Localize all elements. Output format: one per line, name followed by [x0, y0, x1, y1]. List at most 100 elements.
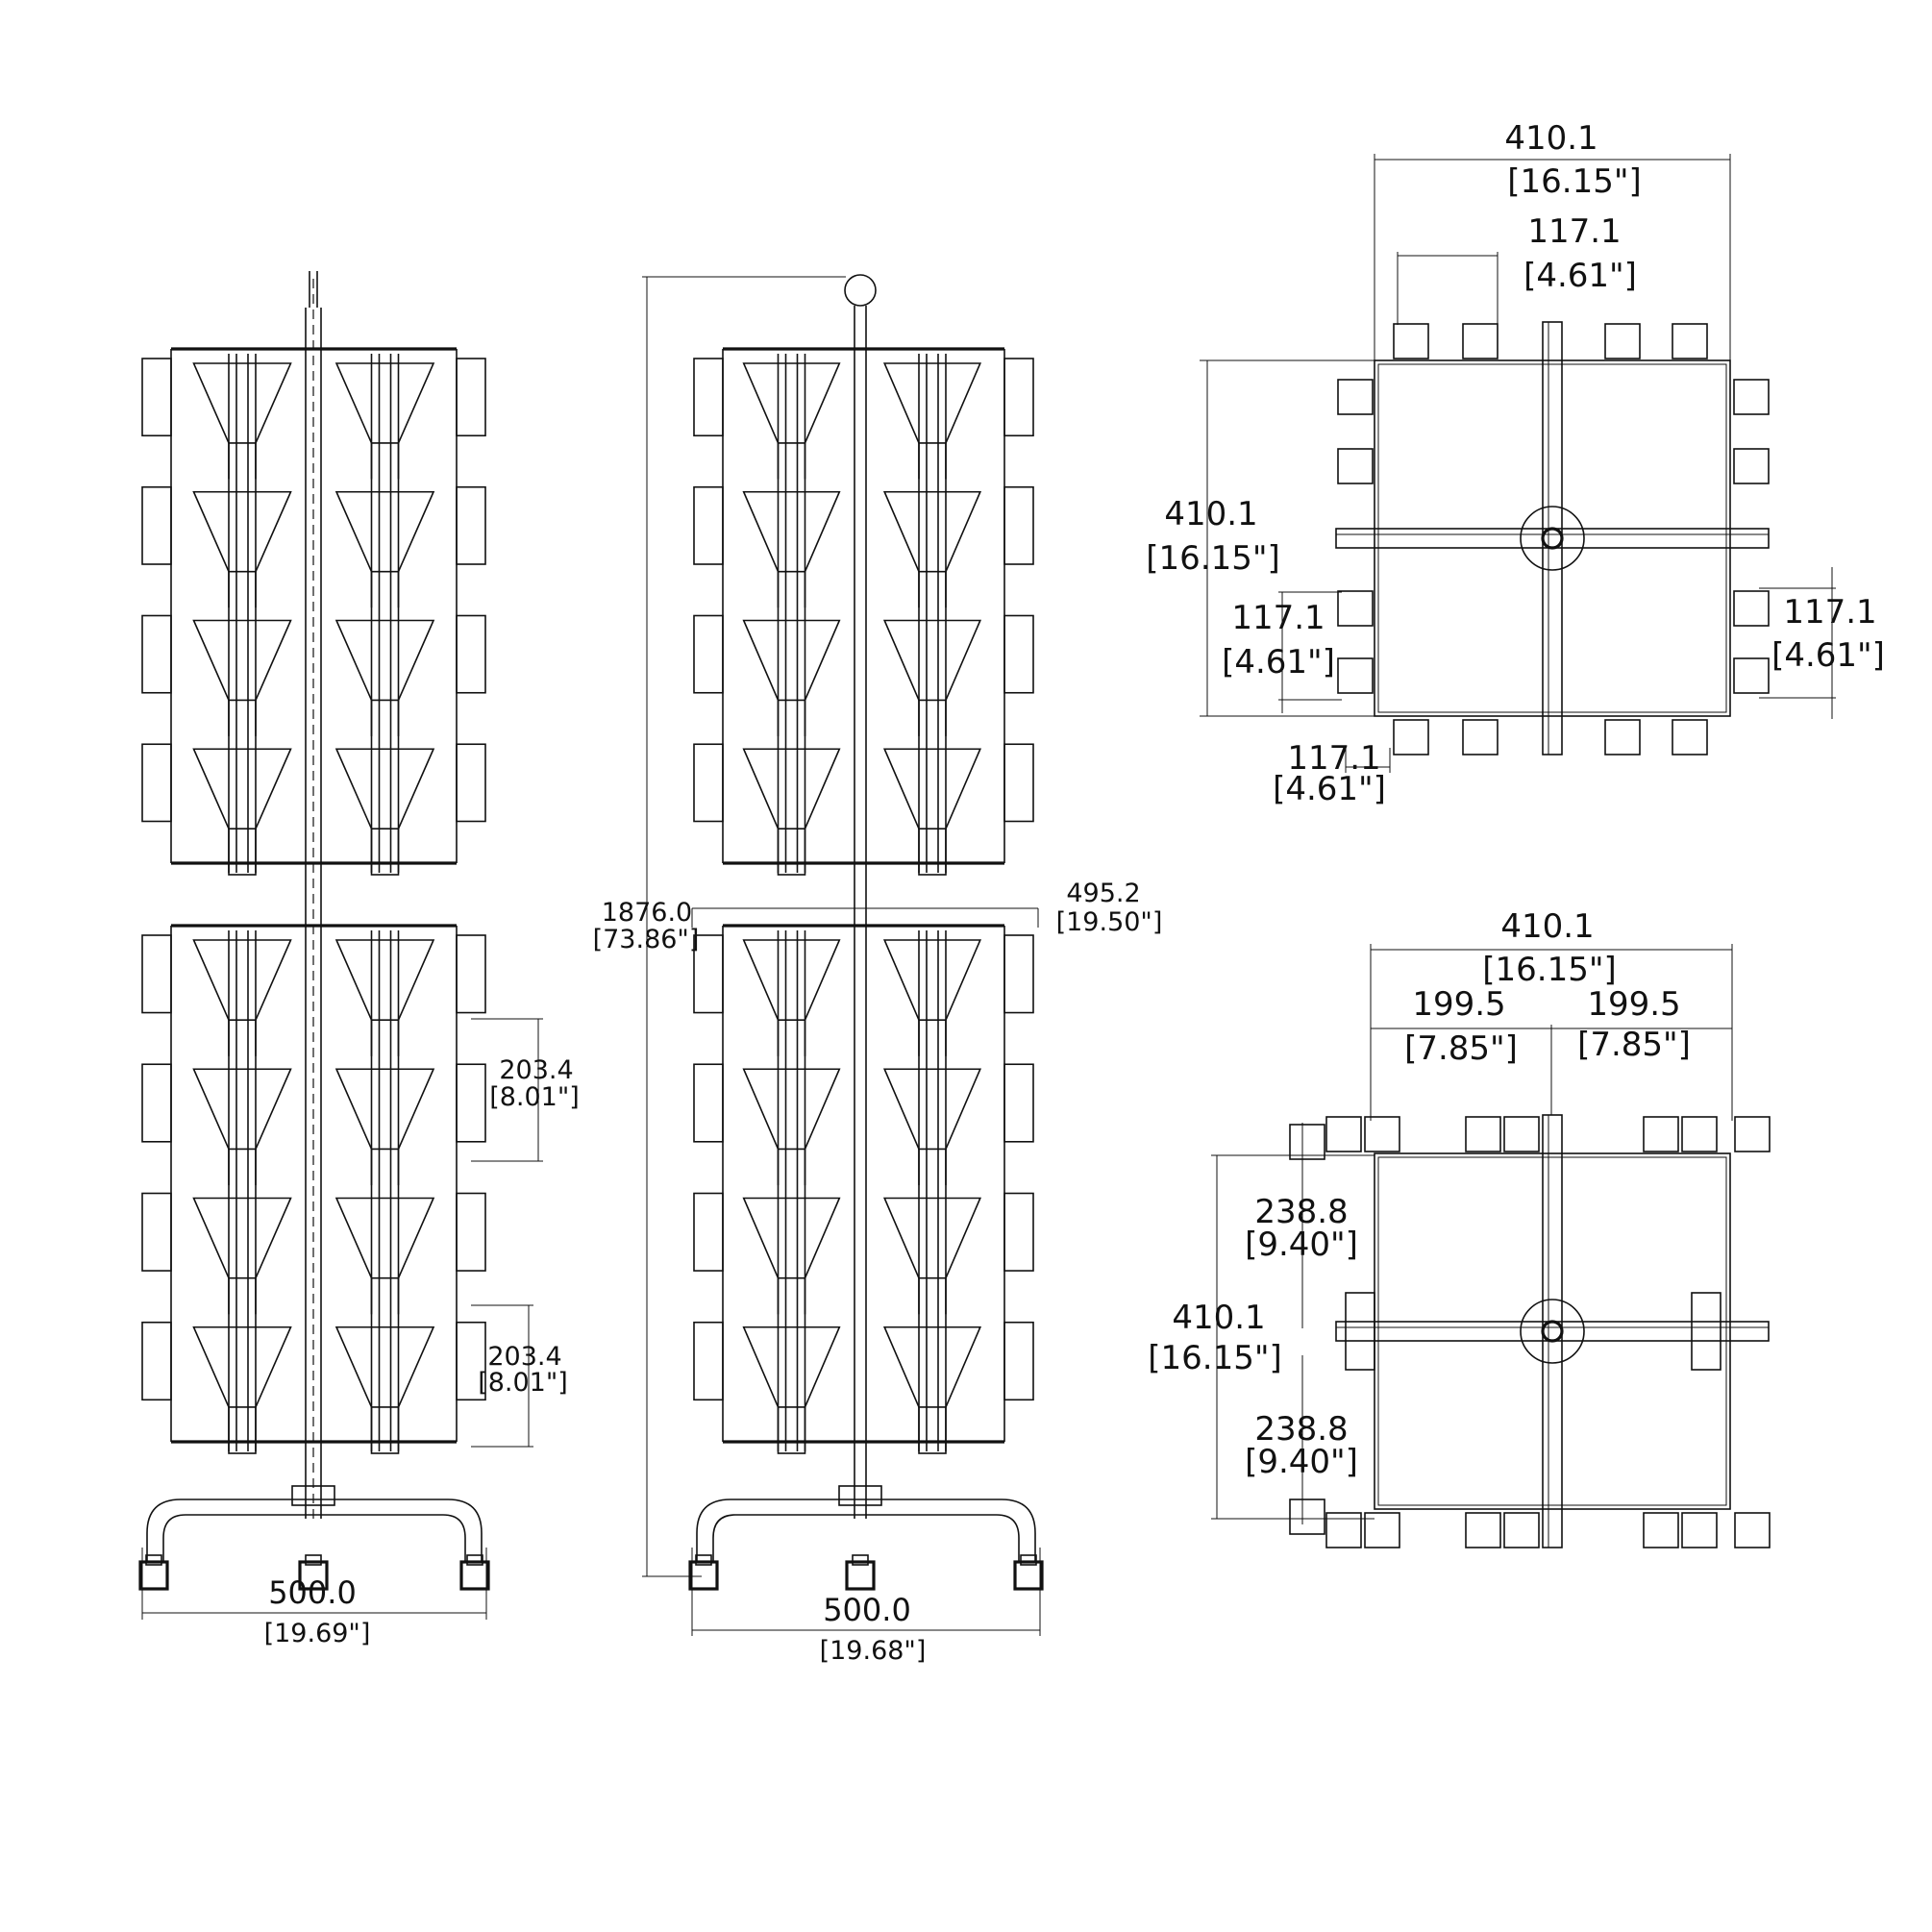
- front-upper-module-right-pocket: [456, 485, 486, 565]
- tvl-dim-offsets: 238.8 [9.40"] 238.8 [9.40"]: [1245, 1123, 1358, 1524]
- front-caster-wheel: [298, 1560, 329, 1591]
- side-caster-mount: [695, 1554, 712, 1566]
- tvu-dim-pocket-left-in: [4.61"]: [1222, 643, 1335, 681]
- side-dim-module-height: 495.2 [19.50"]: [691, 879, 1162, 937]
- front-lower-module-left-pocket: [141, 1192, 172, 1272]
- front-dim-base-width-mm: 500.0: [268, 1574, 357, 1611]
- front-dim-spacing-bottom: 203.4 [8.01"]: [471, 1304, 568, 1448]
- side-upper-module-right-pocket: [1003, 614, 1034, 694]
- tvu-bottom-pocket: [1393, 719, 1429, 755]
- front-upper-module-funnel-holder: [192, 748, 292, 830]
- front-lower-module-right-pocket: [456, 1321, 486, 1401]
- side-upper-module-right-pocket: [1003, 358, 1034, 437]
- tvl-dim-offset-top-in: [9.40"]: [1245, 1226, 1358, 1264]
- top-view-lower-structure: [1289, 1114, 1771, 1548]
- side-caster-wheel: [845, 1560, 876, 1591]
- tvu-dim-pocket-left-mm: 117.1: [1231, 599, 1325, 637]
- front-lower-module-left-pocket: [141, 1321, 172, 1401]
- side-lower-module-left-pocket: [693, 1063, 724, 1143]
- side-lower-module-left-pocket: [693, 1321, 724, 1401]
- front-upper-module-funnel-holder: [334, 748, 435, 830]
- side-upper-module-left-pocket: [693, 614, 724, 694]
- tvu-dim-overall-depth: 410.1 [16.15"]: [1146, 359, 1375, 717]
- front-lower-module-left-pocket: [141, 934, 172, 1014]
- tvl-top-pocket: [1364, 1116, 1400, 1152]
- front-upper-module-funnel-holder: [192, 362, 292, 444]
- tvu-bottom-pocket: [1672, 719, 1708, 755]
- side-lower-module-column-foot: [918, 1441, 947, 1454]
- front-dim-base-width-in: [19.69"]: [264, 1619, 371, 1648]
- side-upper-module-left-pocket: [693, 358, 724, 437]
- tvu-dim-overall-depth-mm: 410.1: [1164, 495, 1257, 533]
- tvu-dim-pocket-right-mm: 117.1: [1783, 593, 1876, 632]
- side-upper-module-funnel-holder: [742, 748, 841, 830]
- tvl-bottom-pocket: [1364, 1512, 1400, 1548]
- tvu-dim-pocket-right: 117.1 [4.61"]: [1759, 567, 1885, 719]
- front-upper-module-right-pocket: [456, 614, 486, 694]
- front-dim-spacing-top: 203.4 [8.01"]: [471, 1018, 580, 1162]
- tvu-bottom-pocket: [1462, 719, 1499, 755]
- side-lower-module-funnel-holder: [882, 1325, 982, 1408]
- tvl-horizontal-arm: [1335, 1321, 1770, 1342]
- side-lower-module-funnel-holder: [742, 1325, 841, 1408]
- tvl-dim-offset-bottom-mm: 238.8: [1254, 1410, 1348, 1449]
- front-caster-wheel: [138, 1560, 169, 1591]
- side-lower-module-funnel-holder: [882, 939, 982, 1022]
- front-dim-spacing-top-mm: 203.4: [499, 1055, 573, 1085]
- tvu-right-pocket: [1733, 590, 1770, 627]
- side-caster-wheel: [688, 1560, 719, 1591]
- tvu-top-pocket: [1604, 323, 1641, 359]
- side-lower-module-column-foot: [777, 1441, 806, 1454]
- tvl-dim-overall-depth: 410.1 [16.15"]: [1148, 1154, 1375, 1520]
- front-caster-wheel: [459, 1560, 490, 1591]
- front-upper-module-left-pocket: [141, 485, 172, 565]
- tvl-dim-overall-width-mm: 410.1: [1500, 907, 1594, 946]
- tvl-hub-hole: [1541, 1320, 1564, 1343]
- tvu-top-pocket: [1393, 323, 1429, 359]
- side-base-frame-inner: [712, 1514, 1020, 1562]
- tvl-hub: [1520, 1299, 1585, 1364]
- tvu-right-pocket: [1733, 448, 1770, 484]
- tvl-bottom-pocket: [1325, 1512, 1362, 1548]
- tvu-left-pocket: [1337, 657, 1374, 694]
- tvl-bottom-pocket: [1465, 1512, 1501, 1548]
- side-lower-module-right-pocket: [1003, 1321, 1034, 1401]
- side-lower-module-right-pocket: [1003, 1063, 1034, 1143]
- side-upper-module-funnel-holder: [742, 490, 841, 573]
- side-dim-base-width: 500.0 [19.68"]: [691, 1548, 1041, 1666]
- tvu-top-pocket: [1462, 323, 1499, 359]
- side-upper-module-left-pocket: [693, 743, 724, 823]
- tvl-outline-inner: [1377, 1156, 1727, 1506]
- tvl-dim-half-right-mm: 199.5: [1587, 985, 1680, 1024]
- tvu-right-pocket: [1733, 657, 1770, 694]
- tvu-dim-pocket-width-mm: 117.1: [1527, 212, 1621, 251]
- side-lower-module-funnel-holder: [742, 939, 841, 1022]
- front-lower-module-right-pocket: [456, 934, 486, 1014]
- front-upper-module-left-pocket: [141, 614, 172, 694]
- side-view: 1876.0 [73.86"] 495.2 [19.50"] 500.0 [19…: [593, 274, 1162, 1666]
- side-lower-module-funnel-holder: [882, 1068, 982, 1151]
- side-base-frame-outer: [696, 1499, 1036, 1562]
- side-upper-module-funnel-holder: [882, 619, 982, 702]
- front-lower-module-funnel-holder: [334, 1197, 435, 1279]
- tvl-dim-overall-depth-mm: 410.1: [1172, 1299, 1265, 1337]
- tvl-top-pocket: [1465, 1116, 1501, 1152]
- tvl-dim-overall-width: 410.1 [16.15"]: [1370, 907, 1733, 1121]
- tvu-dim-pocket-right-in: [4.61"]: [1771, 636, 1885, 675]
- side-dim-overall-height-in: [73.86"]: [593, 925, 700, 954]
- side-lower-module-left-pocket: [693, 934, 724, 1014]
- front-lower-module-funnel-holder: [334, 1068, 435, 1151]
- tvu-dim-pocket-bottom-in: [4.61"]: [1273, 770, 1386, 808]
- tvl-bottom-pocket: [1681, 1512, 1718, 1548]
- front-lower-module-funnel-holder: [192, 939, 292, 1022]
- tvu-bottom-pocket: [1604, 719, 1641, 755]
- side-caster-mount: [1020, 1554, 1037, 1566]
- side-lower-module-right-pocket: [1003, 1192, 1034, 1272]
- side-lower-module-funnel-holder: [742, 1068, 841, 1151]
- tvl-bottom-pocket: [1503, 1512, 1540, 1548]
- tvu-dim-overall-depth-in: [16.15"]: [1146, 539, 1280, 578]
- tvl-dim-halves: 199.5 [7.85"] 199.5 [7.85"]: [1371, 985, 1732, 1115]
- tvl-dim-overall-depth-in: [16.15"]: [1148, 1339, 1282, 1377]
- front-lower-module-funnel-holder: [192, 1197, 292, 1279]
- front-lower-module-right-pocket: [456, 1192, 486, 1272]
